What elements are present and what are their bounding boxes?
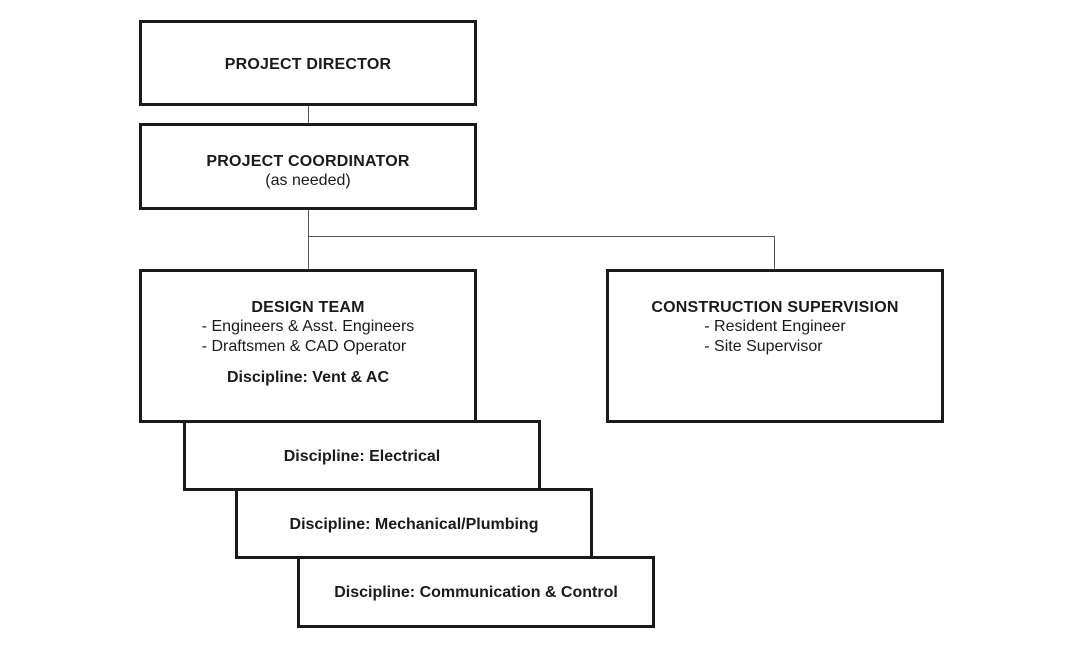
node-project-director: PROJECT DIRECTOR: [139, 20, 477, 106]
list-item: - Engineers & Asst. Engineers: [201, 318, 415, 335]
node-note: (as needed): [265, 172, 351, 189]
node-design-team: DESIGN TEAM - Engineers & Asst. Engineer…: [139, 269, 477, 423]
member-list: - Engineers & Asst. Engineers - Draftsme…: [202, 317, 415, 357]
discipline-label: Discipline: Electrical: [283, 448, 441, 465]
connector-branch-construction: [774, 236, 775, 269]
connector-director-coordinator: [308, 106, 309, 123]
node-title: PROJECT COORDINATOR: [206, 153, 410, 170]
member-list: - Resident Engineer - Site Supervisor: [704, 317, 845, 357]
discipline-label: Discipline: Vent & AC: [226, 369, 390, 386]
node-discipline-communication-control: Discipline: Communication & Control: [297, 556, 655, 628]
node-construction-supervision: CONSTRUCTION SUPERVISION - Resident Engi…: [606, 269, 944, 423]
discipline-label: Discipline: Mechanical/Plumbing: [289, 516, 539, 533]
node-discipline-mechanical-plumbing: Discipline: Mechanical/Plumbing: [235, 488, 593, 559]
node-title: PROJECT DIRECTOR: [224, 56, 392, 73]
list-item: - Site Supervisor: [704, 338, 823, 355]
connector-coordinator-design: [308, 210, 309, 269]
node-title: DESIGN TEAM: [251, 299, 365, 316]
list-item: - Draftsmen & CAD Operator: [201, 338, 407, 355]
connector-branch-horizontal: [308, 236, 775, 237]
node-discipline-electrical: Discipline: Electrical: [183, 420, 541, 491]
node-project-coordinator: PROJECT COORDINATOR (as needed): [139, 123, 477, 210]
list-item: - Resident Engineer: [704, 318, 846, 335]
node-title: CONSTRUCTION SUPERVISION: [651, 299, 899, 316]
discipline-label: Discipline: Communication & Control: [334, 584, 618, 601]
